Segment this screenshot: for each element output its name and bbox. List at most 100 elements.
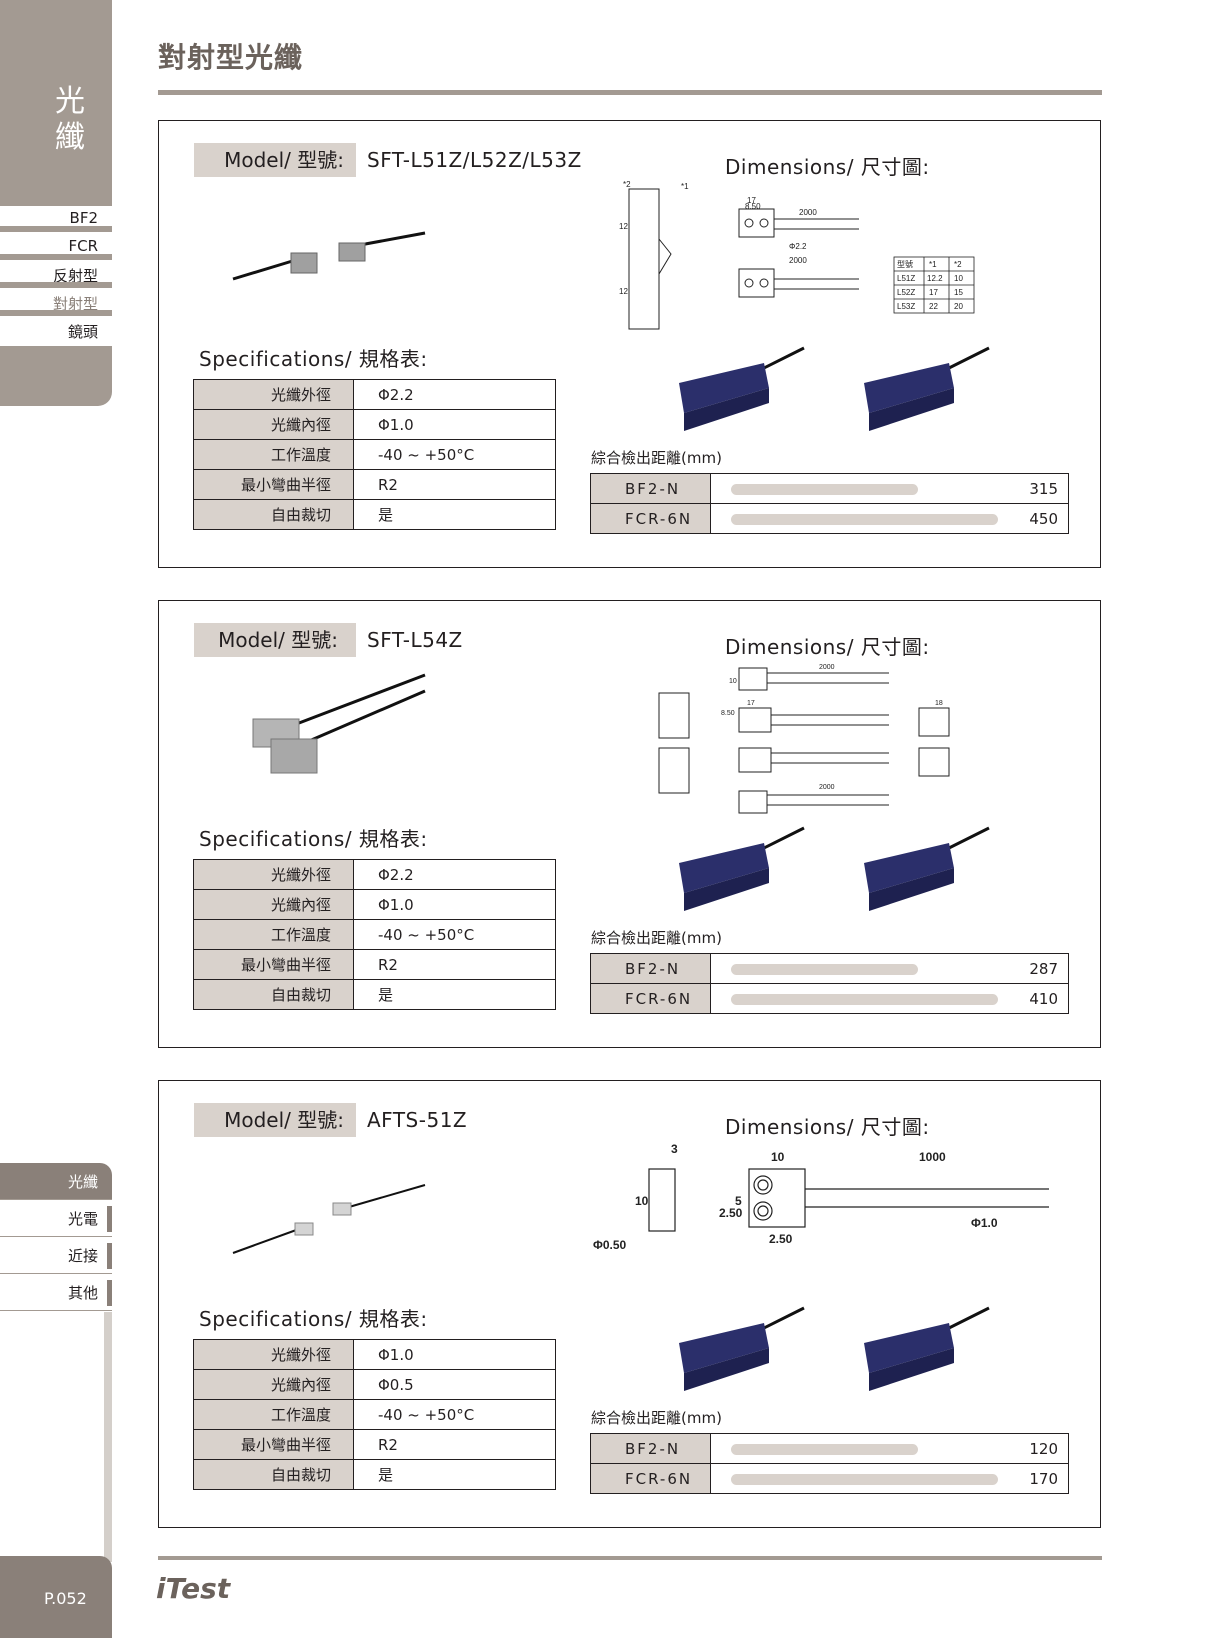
- dim-table-cell: L51Z: [897, 274, 915, 283]
- category-other[interactable]: 其他: [0, 1274, 112, 1311]
- spec-key: 最小彎曲半徑: [193, 469, 354, 500]
- distance-title: 綜合檢出距離(mm): [591, 929, 722, 947]
- category-label: 近接: [67, 1247, 98, 1265]
- product-card: Model/ 型號: SFT-L54Z Dimensions/ 尺寸圖: 200…: [158, 600, 1101, 1048]
- amplifier-image-fcr: [864, 826, 990, 911]
- category-label: 光纖: [67, 1173, 98, 1191]
- distance-table: BF2-N 315 FCR-6N 450: [590, 473, 1069, 534]
- table-row: 工作溫度-40 ~ +50°C: [193, 439, 556, 470]
- dimension-drawing: 17 8.50 2000 12 12 *1 *2 Φ2.2 2000 型號 *1…: [619, 180, 975, 330]
- subnav-item-reflective[interactable]: 反射型: [0, 262, 112, 288]
- distance-table: BF2-N 287 FCR-6N 410: [590, 953, 1069, 1014]
- dimensions-title: Dimensions/ 尺寸圖:: [725, 1115, 930, 1139]
- dim-text: 10: [635, 1194, 649, 1208]
- subnav-label: FCR: [68, 237, 98, 255]
- distance-value: 410: [1029, 990, 1058, 1008]
- spec-value: Φ2.2: [353, 859, 556, 890]
- spec-value: 是: [353, 979, 556, 1010]
- table-row: 自由裁切是: [193, 1459, 556, 1490]
- spec-value: R2: [353, 1429, 556, 1460]
- dim-text: Φ1.0: [971, 1216, 998, 1230]
- model-label: Model/ 型號:: [194, 1103, 356, 1137]
- distance-bar: [731, 484, 918, 495]
- spec-key: 光纖內徑: [193, 889, 354, 920]
- dim-text: 17: [747, 700, 755, 707]
- amp-name: FCR-6N: [590, 1463, 711, 1494]
- dim-text: 8.50: [721, 710, 735, 717]
- table-row: FCR-6N 410: [590, 983, 1069, 1014]
- amp-name: FCR-6N: [590, 503, 711, 534]
- page-number-box: P.052: [0, 1556, 112, 1638]
- category-photoelectric[interactable]: 光電: [0, 1200, 112, 1237]
- page-title: 對射型光纖: [158, 41, 304, 74]
- product-card: Model/ 型號: SFT-L51Z/L52Z/L53Z Dimensions…: [158, 120, 1101, 568]
- spec-value: R2: [353, 949, 556, 980]
- model-label: Model/ 型號:: [194, 623, 356, 657]
- spec-key: 光纖內徑: [193, 409, 354, 440]
- page-number: P.052: [44, 1589, 87, 1608]
- dim-text: *2: [623, 180, 631, 189]
- dim-text: 2.50: [719, 1206, 743, 1220]
- dim-text: 3: [671, 1142, 678, 1156]
- dim-table-cell: 12.2: [927, 274, 943, 283]
- subnav-label: 反射型: [52, 267, 98, 285]
- distance-value: 120: [1029, 1440, 1058, 1458]
- dim-table-cell: 17: [929, 288, 938, 297]
- dim-text: 8.50: [745, 202, 761, 211]
- amplifier-image-fcr: [864, 346, 990, 431]
- table-row: 工作溫度-40 ~ +50°C: [193, 919, 556, 950]
- dim-text: 12: [619, 222, 628, 231]
- distance-bar: [731, 514, 998, 525]
- product-card: Model/ 型號: AFTS-51Z Dimensions/ 尺寸圖: 3 1…: [158, 1080, 1101, 1528]
- spec-key: 最小彎曲半徑: [193, 949, 354, 980]
- dim-text: 18: [935, 700, 943, 707]
- subnav-item-fcr[interactable]: FCR: [0, 234, 112, 260]
- dim-table-cell: 10: [954, 274, 963, 283]
- spec-value: -40 ~ +50°C: [353, 1399, 556, 1430]
- spec-value: 是: [353, 499, 556, 530]
- sidebar-scroll-track: [104, 1312, 112, 1562]
- dim-table-cell: 型號: [897, 259, 913, 269]
- spec-key: 工作溫度: [193, 439, 354, 470]
- dim-table-cell: L52Z: [897, 288, 915, 297]
- dimensions-title: Dimensions/ 尺寸圖:: [725, 635, 930, 659]
- spec-value: -40 ~ +50°C: [353, 919, 556, 950]
- amplifier-image-bf2: [679, 346, 805, 431]
- category-fiber[interactable]: 光纖: [0, 1163, 112, 1200]
- dim-text: Φ0.50: [593, 1238, 627, 1252]
- dim-text: 1000: [919, 1150, 946, 1164]
- distance-value: 287: [1029, 960, 1058, 978]
- dim-text: 5: [735, 1194, 742, 1208]
- subnav-item-through-beam[interactable]: 對射型: [0, 290, 112, 316]
- subnav-label: BF2: [69, 209, 98, 227]
- distance-bar: [731, 964, 918, 975]
- distance-value: 170: [1029, 1470, 1058, 1488]
- fiber-product-photo: [252, 673, 426, 774]
- brand-logo: iTest: [156, 1572, 231, 1605]
- table-row: BF2-N 120: [590, 1433, 1069, 1464]
- amplifier-image-fcr: [864, 1306, 990, 1391]
- subnav-item-bf2[interactable]: BF2: [0, 206, 112, 232]
- dim-table-cell: 15: [954, 288, 963, 297]
- dimension-drawing: 2000 17 8.50 2000 10 18: [658, 664, 950, 814]
- table-row: 工作溫度-40 ~ +50°C: [193, 1399, 556, 1430]
- category-proximity[interactable]: 近接: [0, 1237, 112, 1274]
- category-label: 其他: [67, 1284, 98, 1302]
- header-divider: [158, 90, 1102, 95]
- table-row: BF2-N 287: [590, 953, 1069, 984]
- table-row: FCR-6N 450: [590, 503, 1069, 534]
- spec-key: 光纖內徑: [193, 1369, 354, 1400]
- spec-key: 光纖外徑: [193, 1339, 354, 1370]
- spec-value: Φ1.0: [353, 889, 556, 920]
- specifications-title: Specifications/ 規格表:: [199, 347, 428, 371]
- spec-value: Φ0.5: [353, 1369, 556, 1400]
- subnav-item-lens[interactable]: 鏡頭: [0, 318, 112, 344]
- spec-value: R2: [353, 469, 556, 500]
